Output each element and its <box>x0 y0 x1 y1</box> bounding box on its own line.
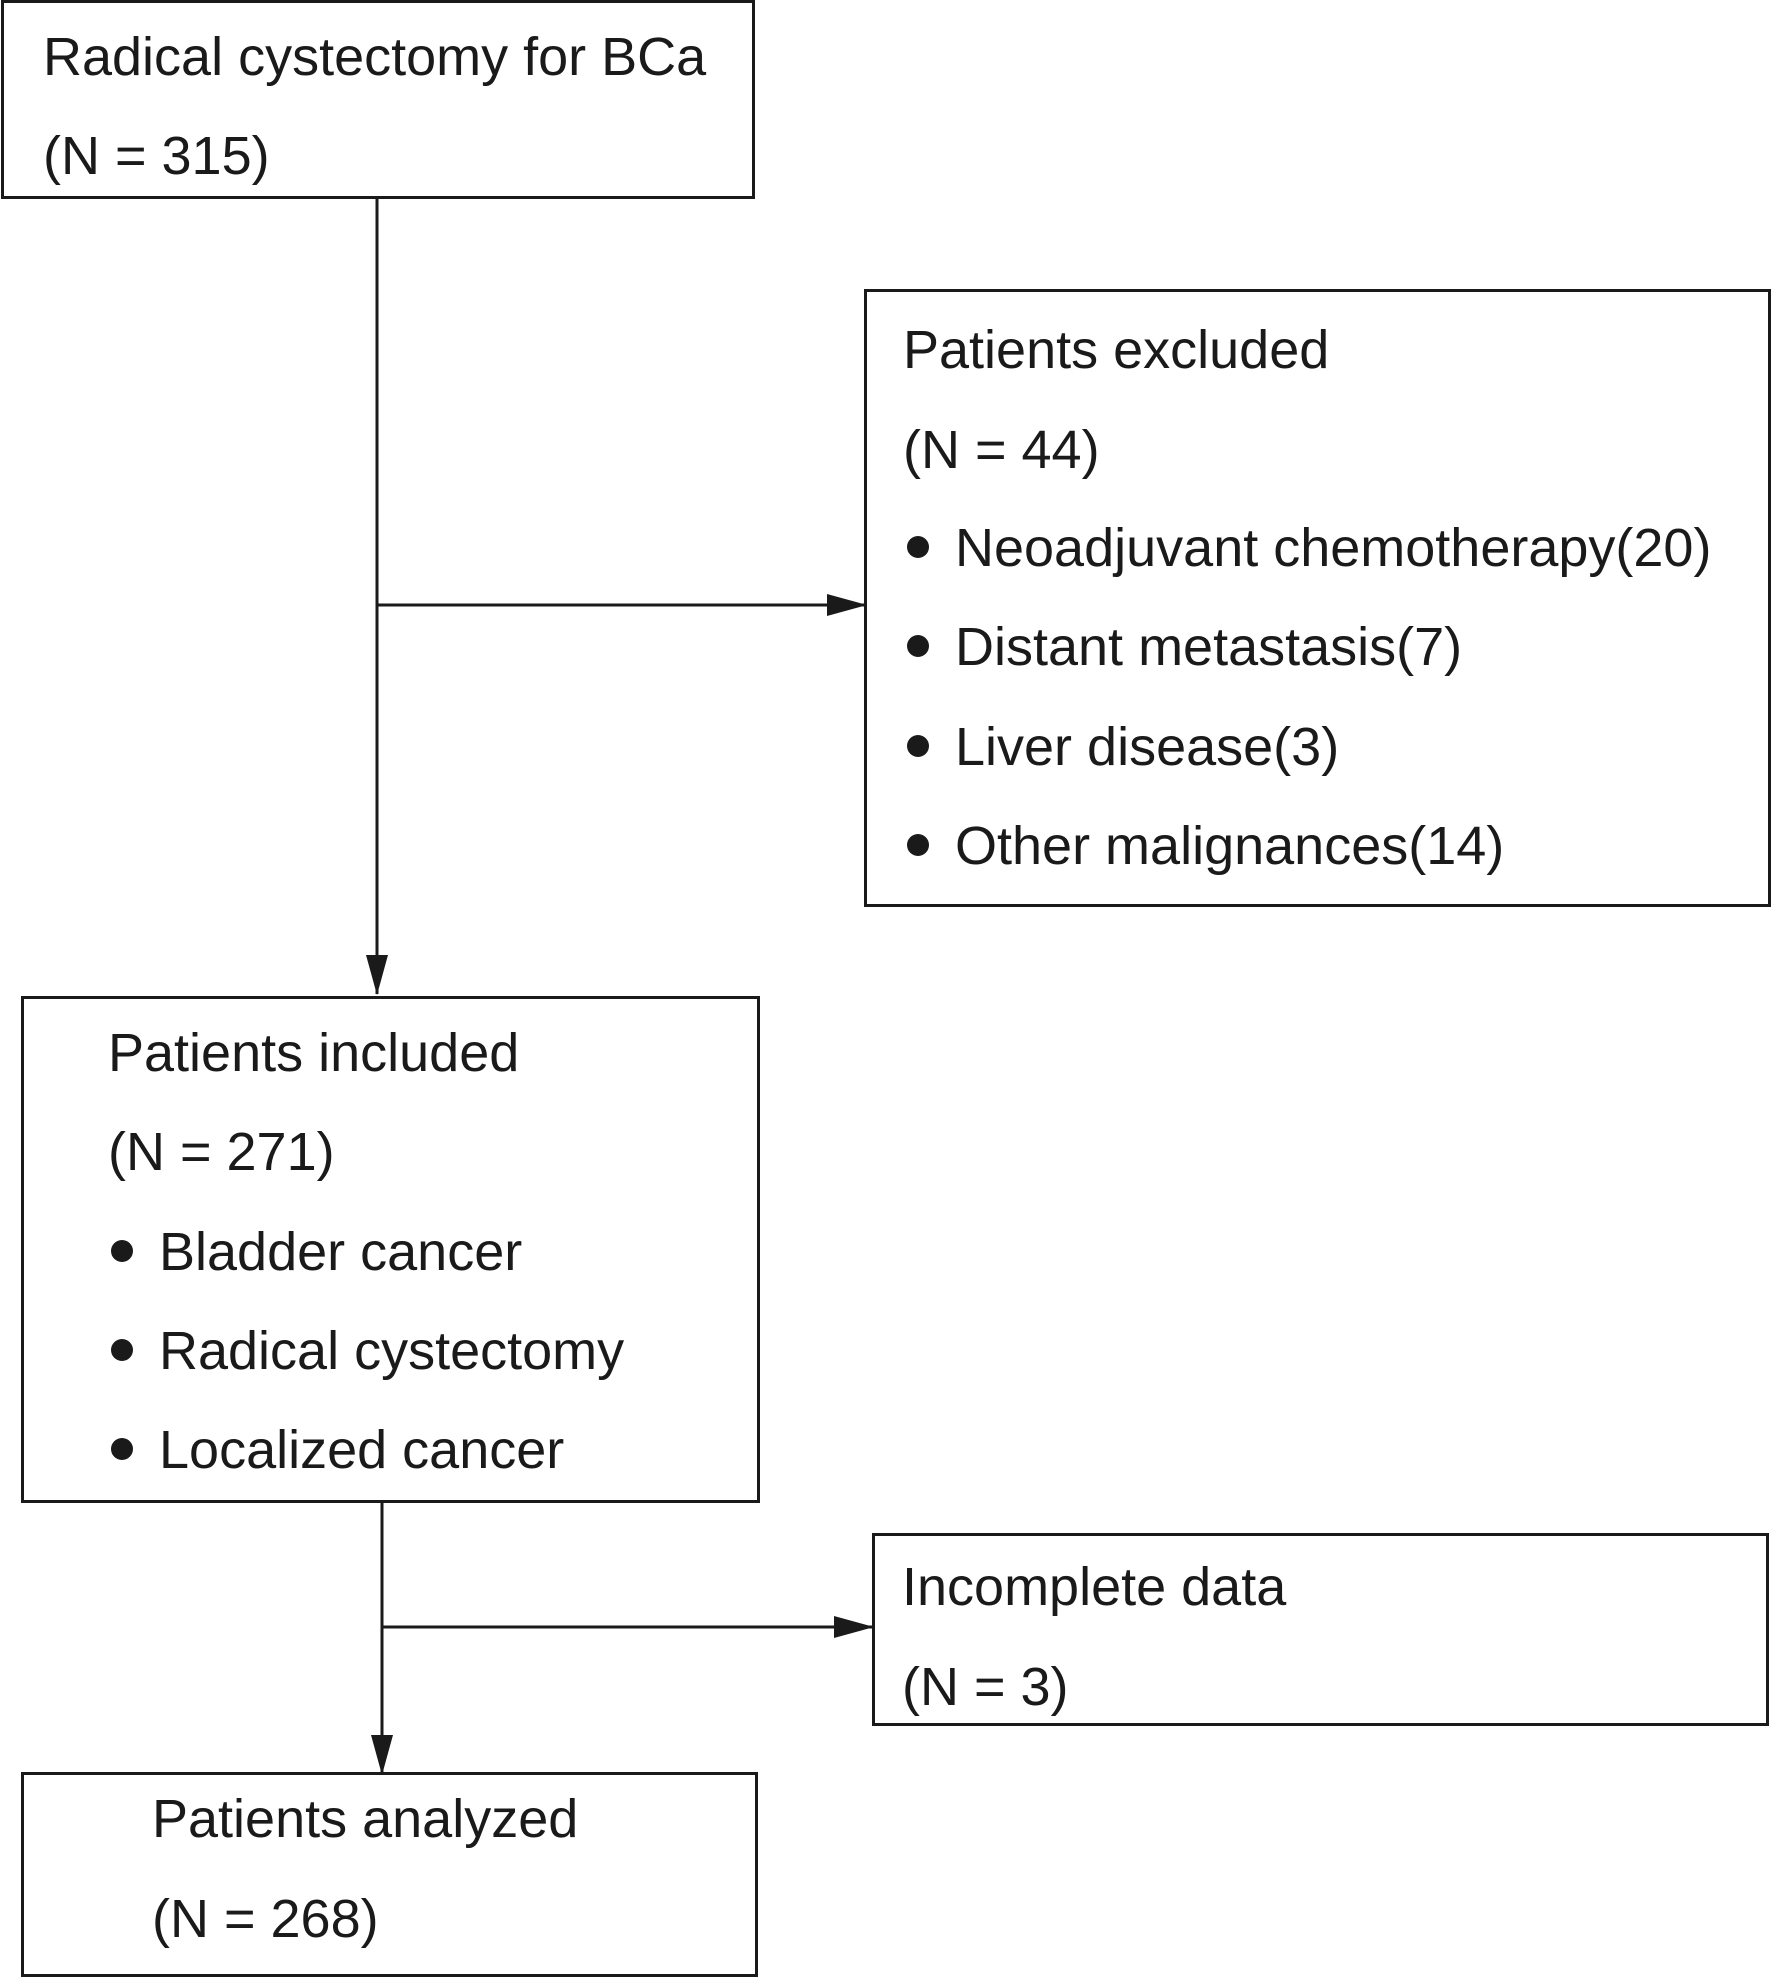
included-count: (N = 271) <box>108 1122 335 1182</box>
bullet-icon <box>111 1338 133 1361</box>
excluded-count: (N = 44) <box>903 420 1100 480</box>
bullet-icon <box>907 535 929 558</box>
included-item: Bladder cancer <box>111 1222 522 1282</box>
included-item-label: Radical cystectomy <box>159 1321 625 1381</box>
incomplete-count: (N = 3) <box>902 1657 1069 1717</box>
bullet-icon <box>111 1437 133 1460</box>
bullet-icon <box>907 634 929 657</box>
excluded-item-label: Distant metastasis(7) <box>955 617 1463 677</box>
included-title: Patients included <box>108 1023 520 1083</box>
analyzed-title: Patients analyzed <box>152 1789 579 1849</box>
box-patients-included: Patients included (N = 271) Bladder canc… <box>21 996 760 1503</box>
included-item-label: Bladder cancer <box>159 1222 523 1282</box>
excluded-item: Other malignances(14) <box>907 816 1504 876</box>
excluded-title: Patients excluded <box>903 320 1330 380</box>
excluded-item: Liver disease(3) <box>907 717 1339 777</box>
included-item-label: Localized cancer <box>159 1420 565 1480</box>
bullet-icon <box>907 833 929 856</box>
start-line-2: (N = 315) <box>43 126 270 186</box>
incomplete-title: Incomplete data <box>902 1557 1287 1617</box>
excluded-item-label: Liver disease(3) <box>955 717 1340 777</box>
start-line-1: Radical cystectomy for BCa <box>43 27 707 87</box>
included-item: Localized cancer <box>111 1420 564 1480</box>
excluded-item-label: Neoadjuvant chemotherapy(20) <box>955 518 1712 578</box>
analyzed-count: (N = 268) <box>152 1889 379 1949</box>
box-radical-cystectomy: Radical cystectomy for BCa (N = 315) <box>1 0 755 199</box>
excluded-item: Neoadjuvant chemotherapy(20) <box>907 518 1711 578</box>
box-patients-excluded: Patients excluded (N = 44) Neoadjuvant c… <box>864 289 1771 907</box>
bullet-icon <box>111 1239 133 1262</box>
box-patients-analyzed: Patients analyzed (N = 268) <box>21 1772 758 1977</box>
box-incomplete-data: Incomplete data (N = 3) <box>872 1533 1769 1726</box>
included-item: Radical cystectomy <box>111 1321 624 1381</box>
excluded-item: Distant metastasis(7) <box>907 617 1462 677</box>
bullet-icon <box>907 734 929 757</box>
excluded-item-label: Other malignances(14) <box>955 816 1505 876</box>
